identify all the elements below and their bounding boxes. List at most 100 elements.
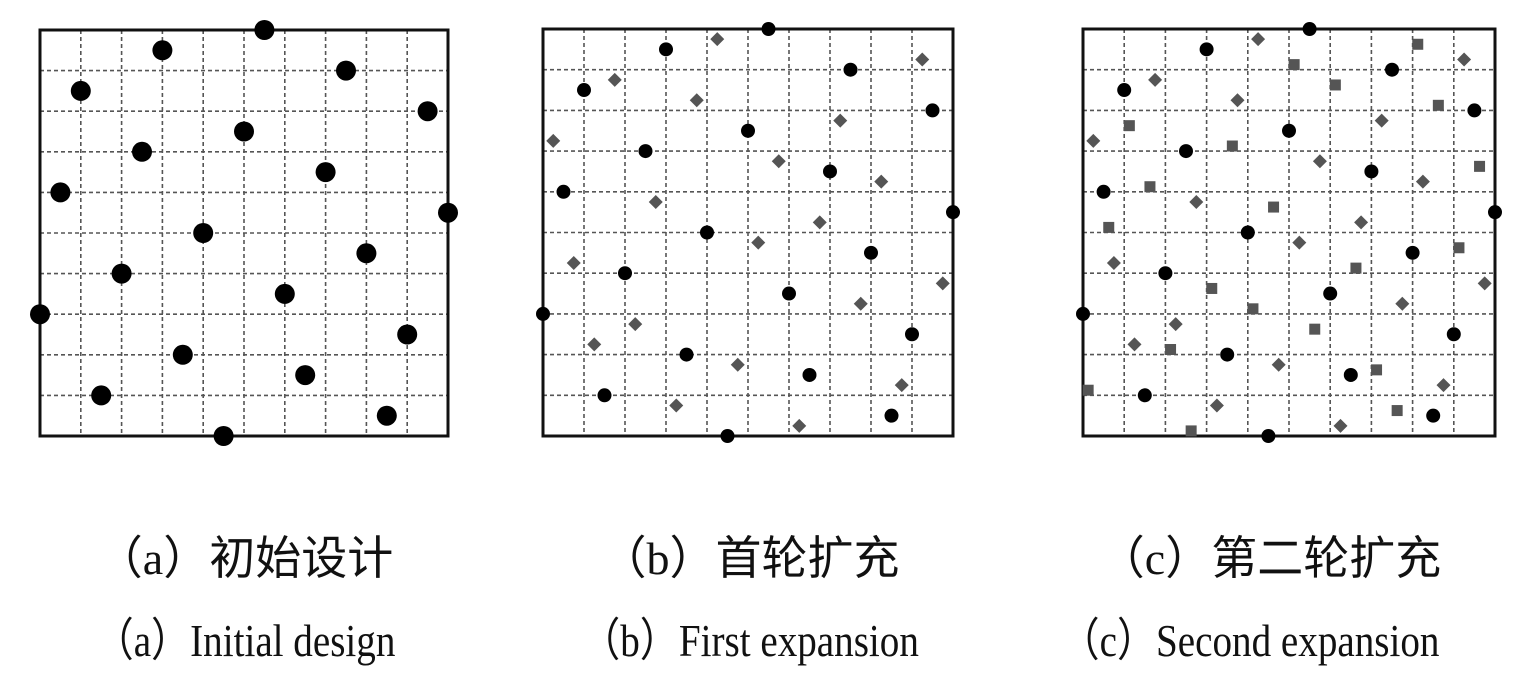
initial-point-c [1446,327,1461,342]
first-expansion-point-b [607,72,622,87]
initial-point-a [356,243,377,264]
first-expansion-point-b [710,32,725,47]
second-expansion-point-c [1474,160,1486,172]
second-expansion-point-c [1371,364,1383,376]
initial-point-b [556,184,571,199]
second-expansion-point-c [1206,282,1218,294]
second-expansion-point-c [1226,140,1238,152]
initial-point-a [213,426,234,446]
first-expansion-point-c [1436,378,1451,393]
initial-point-a [315,162,336,183]
second-expansion-point-c [1247,303,1259,315]
initial-point-a [397,324,418,345]
first-expansion-point-b [894,378,909,393]
caption-b-cn: （b）首轮扩充 [600,533,900,584]
initial-point-b [864,245,878,260]
first-expansion-point-c [1127,337,1142,352]
initial-point-a [417,101,438,122]
first-expansion-point-c [1477,276,1492,291]
initial-point-a [132,141,152,162]
initial-point-b [884,408,899,423]
caption-a-en: （a）Initial design [94,615,396,666]
second-expansion-point-c [1453,242,1465,254]
second-expansion-point-c [1350,262,1362,274]
first-expansion-point-c [1354,215,1369,230]
initial-point-a [295,365,316,386]
first-expansion-point-c [1168,317,1183,332]
initial-point-a [172,344,193,365]
second-expansion-point-c [1309,323,1321,335]
initial-point-b [638,144,653,159]
second-expansion-point-c [1123,120,1135,132]
first-expansion-point-c [1189,194,1204,209]
initial-point-c [1343,367,1358,382]
first-expansion-point-b [730,357,745,372]
initial-point-c [1426,408,1441,423]
initial-point-c [1137,388,1152,403]
initial-point-b [946,205,960,220]
initial-point-c [1261,429,1276,443]
initial-point-b [577,83,591,98]
initial-point-a [438,202,458,223]
initial-point-b [905,327,919,342]
second-expansion-point-c [1268,201,1280,213]
first-expansion-point-b [833,113,848,128]
panel-border-b [541,27,955,438]
first-expansion-point-c [1251,32,1266,47]
first-expansion-point-b [648,194,663,209]
initial-point-b [761,22,776,36]
first-expansion-point-b [689,93,704,108]
initial-point-c [1282,123,1296,138]
initial-point-b [536,306,550,321]
initial-point-b [700,225,714,240]
initial-point-a [50,182,71,203]
initial-point-b [802,367,817,382]
initial-point-c [1158,266,1173,281]
initial-point-a [336,60,356,81]
initial-point-b [720,429,735,443]
initial-point-b [659,42,673,57]
first-expansion-point-b [874,174,889,189]
initial-point-b [823,164,837,179]
first-expansion-point-b [751,235,766,250]
caption-c-cn: （c）第二轮扩充 [1098,533,1442,584]
second-expansion-point-c [1432,99,1444,111]
first-expansion-point-b [546,133,561,148]
first-expansion-point-b [771,154,786,169]
second-expansion-point-c [1412,38,1424,50]
initial-point-b [618,266,632,281]
first-expansion-point-c [1415,174,1430,189]
initial-point-a [193,223,214,243]
first-expansion-point-b [628,317,643,332]
initial-point-a [152,40,173,61]
first-expansion-point-c [1374,113,1389,128]
initial-point-b [782,286,796,301]
second-expansion-point-c [1288,59,1300,71]
first-expansion-point-c [1457,52,1472,67]
initial-point-c [1220,347,1235,362]
initial-point-c [1488,205,1502,220]
first-expansion-point-c [1230,93,1245,108]
second-expansion-point-c [1144,181,1156,193]
initial-point-c [1405,245,1420,260]
initial-point-c [1076,306,1090,321]
caption-a-cn: （a）初始设计 [96,533,394,584]
first-expansion-point-c [1106,256,1121,271]
first-expansion-point-b [915,52,930,67]
second-expansion-point-c [1185,425,1197,437]
initial-point-b [925,103,940,118]
second-expansion-point-c [1082,384,1094,396]
initial-point-c [1096,184,1111,199]
initial-point-a [234,121,254,142]
initial-point-b [597,388,612,403]
first-expansion-point-c [1086,133,1101,148]
initial-point-c [1385,62,1399,77]
first-expansion-point-c [1148,72,1163,87]
panel-border-a [38,28,450,438]
caption-c-en: （c）Second expansion [1060,615,1440,666]
initial-point-c [1467,103,1482,118]
initial-point-c [1364,164,1379,179]
initial-point-c [1323,286,1338,301]
second-expansion-point-c [1391,405,1403,417]
